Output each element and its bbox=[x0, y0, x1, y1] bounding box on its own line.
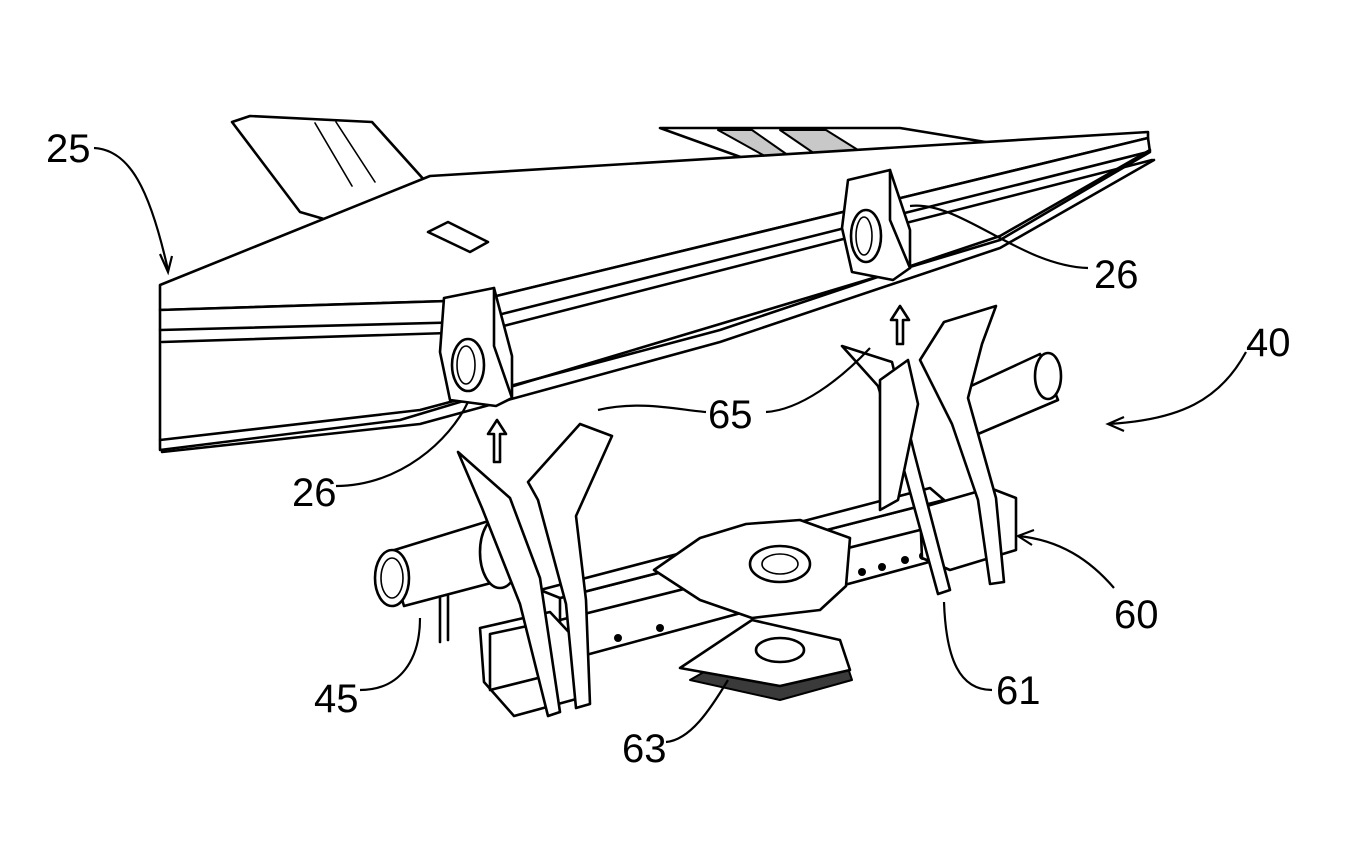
arrow-up-right-icon bbox=[891, 306, 909, 344]
ref-label-25: 25 bbox=[46, 127, 91, 171]
ref-label-60: 60 bbox=[1114, 593, 1159, 637]
ref-label-26-right: 26 bbox=[1094, 253, 1139, 297]
ref-label-61: 61 bbox=[996, 669, 1041, 713]
ref-label-40: 40 bbox=[1246, 321, 1291, 365]
ref-label-45: 45 bbox=[314, 677, 359, 721]
ref-label-63: 63 bbox=[622, 727, 667, 771]
ref-label-26-left: 26 bbox=[292, 471, 337, 515]
arrow-up-left-icon bbox=[488, 420, 506, 462]
ref-label-65: 65 bbox=[708, 393, 753, 437]
